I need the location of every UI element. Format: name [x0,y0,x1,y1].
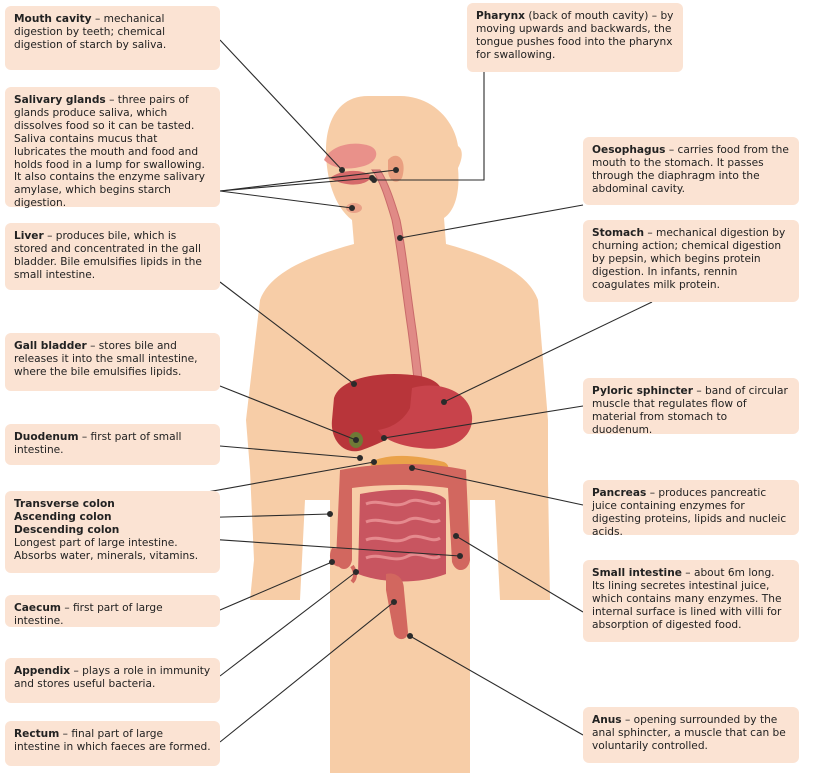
label-title: Stomach [592,227,644,239]
label-appendix: Appendix – plays a role in immunity and … [5,658,220,703]
label-rectum: Rectum – final part of large intestine i… [5,721,220,766]
label-text: – produces pancreatic juice containing e… [592,487,787,538]
label-oesophagus: Oesophagus – carries food from the mouth… [583,137,799,205]
label-text: – plays a role in immunity and stores us… [14,665,211,690]
label-anus: Anus – opening surrounded by the anal sp… [583,707,799,763]
label-title: Caecum [14,602,61,614]
label-title: Pyloric sphincter [592,385,693,397]
label-title-ascending-colon: Ascending colon [14,510,112,523]
label-title: Pancreas [592,487,647,499]
label-text: – stores bile and releases it into the s… [14,340,198,378]
label-title: Gall bladder [14,340,87,352]
label-colon: Transverse colon Ascending colon Descend… [5,491,220,573]
label-text: – about 6m long. Its lining secretes int… [592,567,782,631]
label-pharynx: Pharynx (back of mouth cavity) – by movi… [467,3,683,72]
label-title: Small intestine [592,567,682,579]
label-text: – mechanical digestion by teeth; chemica… [14,13,167,51]
label-title: Appendix [14,665,71,677]
label-small-intestine: Small intestine – about 6m long. Its lin… [583,560,799,642]
label-title: Oesophagus [592,144,666,156]
small-intestine-coils [365,498,441,561]
label-title: Rectum [14,728,60,740]
label-title-descending-colon: Descending colon [14,523,120,536]
label-title: Mouth cavity [14,13,92,25]
small-intestine-shape [358,489,446,582]
label-title-transverse-colon: Transverse colon [14,498,115,510]
label-stomach: Stomach – mechanical digestion by churni… [583,220,799,302]
caecum-shape [329,548,352,567]
stomach-shape [378,385,473,449]
label-salivary-glands: Salivary glands – three pairs of glands … [5,87,220,210]
colon-shape [336,464,470,571]
label-text: – first part of large intestine. [14,602,163,627]
rectum-shape [386,573,408,640]
leader-dots [327,167,463,639]
mouth-cavity-shape [324,143,377,169]
label-caecum: Caecum – first part of large intestine. [5,595,220,627]
label-text: – first part of small intestine. [14,431,182,456]
label-text: Longest part of large intestine. Absorbs… [14,536,199,562]
label-text: – produces bile, which is stored and con… [14,230,202,281]
label-liver: Liver – produces bile, which is stored a… [5,223,220,290]
label-title: Anus [592,714,622,726]
label-title: Duodenum [14,431,79,443]
label-text: – mechanical digestion by churning actio… [592,227,786,291]
label-title: Liver [14,230,44,242]
label-text: (back of mouth cavity) – by moving upwar… [476,10,674,61]
label-title: Salivary glands [14,94,106,106]
label-text: – opening surrounded by the anal sphinct… [592,714,786,752]
label-title: Pharynx [476,10,525,22]
label-text: – three pairs of glands produce saliva, … [14,94,205,210]
label-duodenum: Duodenum – first part of small intestine… [5,424,220,465]
leader-lines [117,39,653,743]
label-pancreas: Pancreas – produces pancreatic juice con… [583,480,799,538]
label-pyloric-sphincter: Pyloric sphincter – band of circular mus… [583,378,799,436]
label-text: – final part of large intestine in which… [14,728,211,753]
label-mouth-cavity: Mouth cavity – mechanical digestion by t… [5,6,220,70]
label-text: – band of circular muscle that regulates… [592,385,788,436]
label-text: – carries food from the mouth to the sto… [592,144,789,195]
label-gall-bladder: Gall bladder – stores bile and releases … [5,333,220,391]
